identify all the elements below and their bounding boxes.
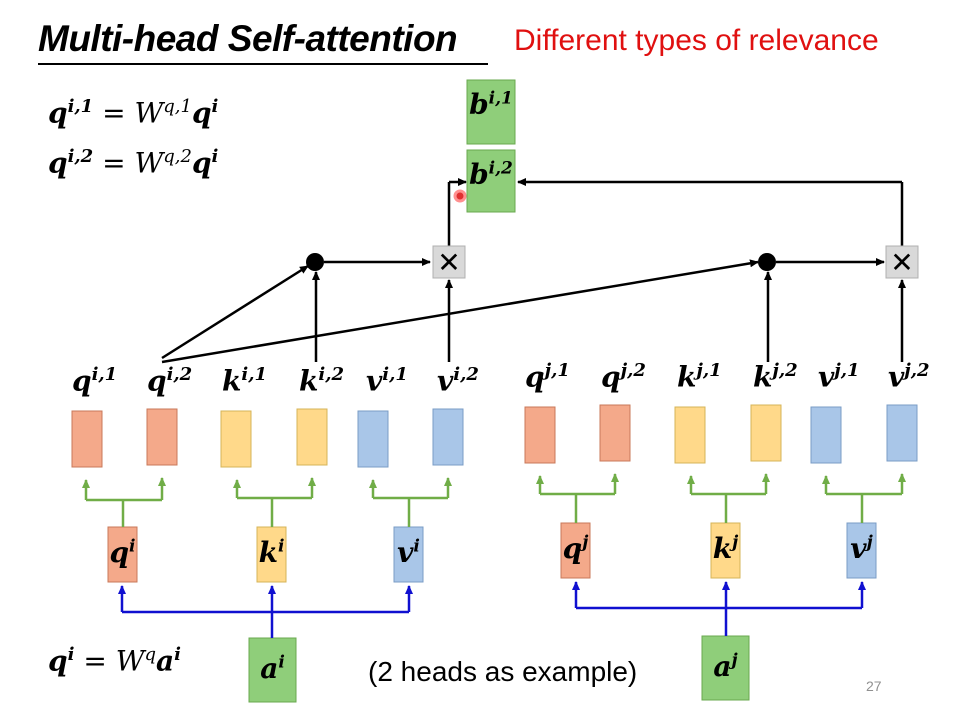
- green-branches-j: [536, 473, 906, 523]
- head-label-v-j2: vj,2: [888, 360, 930, 394]
- head-label-q-i2: qi,2: [147, 364, 193, 398]
- head-box-k-i2: [296, 408, 328, 466]
- title-underline: [38, 63, 488, 65]
- head-box-q-i2: [146, 408, 178, 466]
- output-label-b-i1: bi,1: [469, 88, 513, 121]
- dot-node-j: [758, 253, 776, 271]
- page-number: 27: [866, 678, 882, 694]
- output-box-b-i2: [466, 149, 516, 213]
- output-box-b-i1: [466, 79, 516, 145]
- input-label-a-i: ai: [260, 652, 285, 685]
- proj-label-v-j: vj: [850, 532, 873, 565]
- proj-box-k-i: [256, 526, 287, 583]
- output-label-b-i2: bi,2: [469, 158, 513, 191]
- head-label-v-j1: vj,1: [818, 360, 860, 394]
- head-label-k-j1: kj,1: [677, 360, 722, 394]
- head-box-q-i1: [71, 410, 103, 468]
- multiply-symbol-i: ✕: [437, 246, 460, 279]
- proj-label-k-j: kj: [712, 532, 739, 565]
- head-box-q-j2: [599, 404, 631, 462]
- input-label-a-j: aj: [713, 650, 738, 683]
- proj-box-q-j: [560, 522, 591, 579]
- slide-title: Multi-head Self-attention: [38, 18, 458, 59]
- head-box-k-j1: [674, 406, 706, 464]
- head-label-q-i1: qi,1: [72, 364, 118, 398]
- blue-input-lines: [118, 581, 866, 638]
- head-box-v-i2: [432, 408, 464, 466]
- equation-q-i: qi = Wqai: [48, 644, 181, 678]
- head-box-k-i1: [220, 410, 252, 468]
- head-label-q-j1: qj,1: [525, 360, 570, 394]
- head-box-v-j1: [810, 406, 842, 464]
- green-branches-i: [82, 477, 452, 527]
- proj-label-q-j: qj: [562, 532, 589, 565]
- slide-subtitle: Different types of relevance: [514, 24, 879, 57]
- head-label-q-j2: qj,2: [601, 360, 646, 394]
- equation-q-i1: qi,1 = Wq,1qi: [48, 96, 219, 130]
- head-box-v-j2: [886, 404, 918, 462]
- equation-q-i2: qi,2 = Wq,2qi: [48, 146, 219, 180]
- caption-text: (2 heads as example): [368, 656, 638, 687]
- multiply-symbol-j: ✕: [890, 246, 913, 279]
- head-label-k-i2: ki,2: [299, 364, 345, 398]
- proj-label-k-i: ki: [258, 536, 285, 569]
- head-label-k-j2: kj,2: [753, 360, 798, 394]
- input-box-a-j: [701, 635, 750, 701]
- head-box-k-j2: [750, 404, 782, 462]
- head-box-v-i1: [357, 410, 389, 468]
- proj-label-v-i: vi: [397, 536, 420, 569]
- multiply-box-j: [885, 245, 919, 279]
- multiply-box-i: [432, 245, 466, 279]
- head-label-v-i2: vi,2: [437, 364, 479, 398]
- proj-box-k-j: [710, 522, 741, 579]
- head-label-k-i1: ki,1: [222, 364, 268, 398]
- proj-box-v-j: [846, 522, 877, 579]
- pointer-cursor: [453, 189, 467, 203]
- head-label-v-i1: vi,1: [366, 364, 408, 398]
- head-box-q-j1: [524, 406, 556, 464]
- proj-label-q-i: qi: [109, 536, 136, 569]
- dot-node-i: [306, 253, 324, 271]
- attention-lines: [161, 178, 906, 364]
